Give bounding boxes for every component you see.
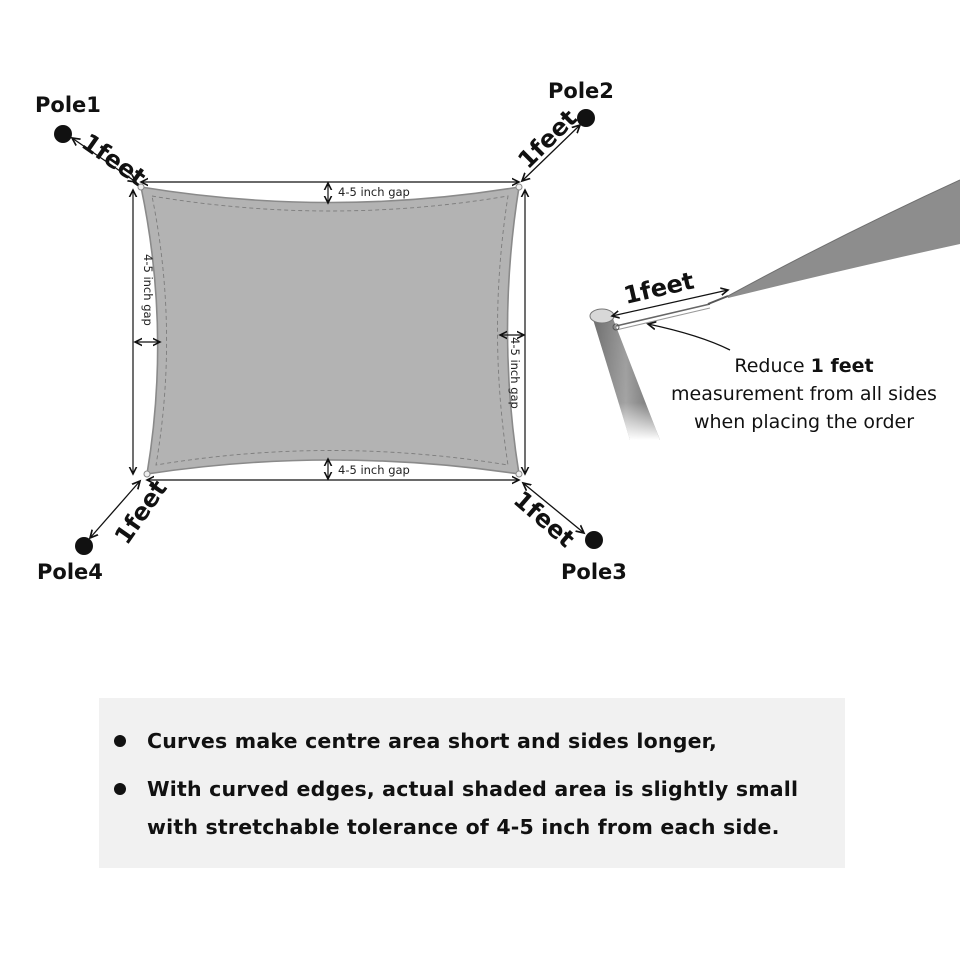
- gap-indicators: [135, 183, 524, 479]
- detail-distance-label: 1feet: [621, 267, 697, 310]
- gap-label-right: 4-5 inch gap: [508, 337, 522, 409]
- pole-1-marker: [54, 125, 72, 143]
- pole-4-label: Pole4: [37, 560, 103, 584]
- tension-lines: [72, 125, 584, 538]
- distance-label-pole4: 1feet: [109, 475, 173, 549]
- detail-callout-line: [648, 324, 731, 351]
- pole-3-label: Pole3: [561, 560, 627, 584]
- pole-1: Pole1: [35, 93, 101, 143]
- pole-3-marker: [585, 531, 603, 549]
- detail-sail-fabric: [728, 180, 960, 298]
- sail-fabric: [139, 186, 520, 475]
- pole-2: Pole2: [548, 79, 614, 127]
- detail-measure-line: [612, 290, 728, 316]
- pole-4-marker: [75, 537, 93, 555]
- detail-note-line3: when placing the order: [694, 411, 914, 433]
- detail-note-line2: measurement from all sides: [671, 383, 937, 405]
- pole-1-label: Pole1: [35, 93, 101, 117]
- shade-sail: [137, 183, 523, 478]
- detail-pole: [589, 308, 660, 440]
- gap-label-bottom: 4-5 inch gap: [338, 463, 410, 477]
- detail-pole-top: [589, 308, 615, 324]
- sail-stitch-line: [151, 195, 509, 466]
- gap-label-top: 4-5 inch gap: [338, 185, 410, 199]
- info-bullet-2: With curved edges, actual shaded area is…: [114, 770, 845, 846]
- info-box: Curves make centre area short and sides …: [99, 698, 845, 868]
- pole-2-marker: [577, 109, 595, 127]
- distance-label-pole2: 1feet: [512, 104, 582, 174]
- gap-label-left: 4-5 inch gap: [141, 254, 155, 326]
- distance-label-pole3: 1feet: [508, 485, 580, 553]
- pole-3: Pole3: [561, 531, 627, 584]
- info-bullet-1-text: Curves make centre area short and sides …: [147, 729, 717, 753]
- bullet-icon: [114, 735, 126, 747]
- detail-turnbuckle: [707, 295, 729, 305]
- pole-4: Pole4: [37, 537, 103, 584]
- detail-note-line1: Reduce 1 feet: [734, 355, 873, 377]
- info-bullet-2-text: With curved edges, actual shaded area is…: [147, 777, 799, 839]
- bullet-icon: [114, 783, 126, 795]
- pole-2-label: Pole2: [548, 79, 614, 103]
- distance-label-pole1: 1feet: [77, 128, 151, 192]
- detail-illustration: 1feet Reduce 1 feet measurement from all…: [589, 179, 960, 440]
- info-bullet-1: Curves make centre area short and sides …: [114, 722, 845, 760]
